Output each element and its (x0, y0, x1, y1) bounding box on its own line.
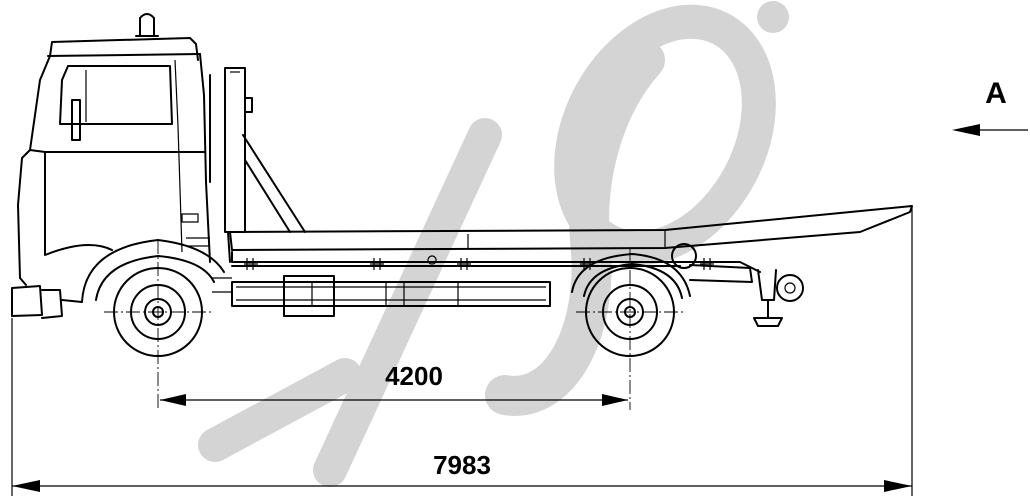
centerlines (104, 240, 684, 410)
watermark-dot (757, 1, 789, 33)
view-label: A (985, 77, 1007, 110)
overall-length-label: 7983 (433, 450, 491, 480)
watermark (198, 1, 789, 487)
wheelbase-label: 4200 (385, 361, 443, 391)
cab (11, 13, 225, 319)
chassis (212, 243, 804, 327)
flatbed (229, 205, 913, 265)
dimension-wheelbase (160, 394, 628, 406)
dimension-overall-length (11, 206, 913, 496)
truck (11, 13, 913, 410)
view-arrow (952, 124, 1028, 136)
